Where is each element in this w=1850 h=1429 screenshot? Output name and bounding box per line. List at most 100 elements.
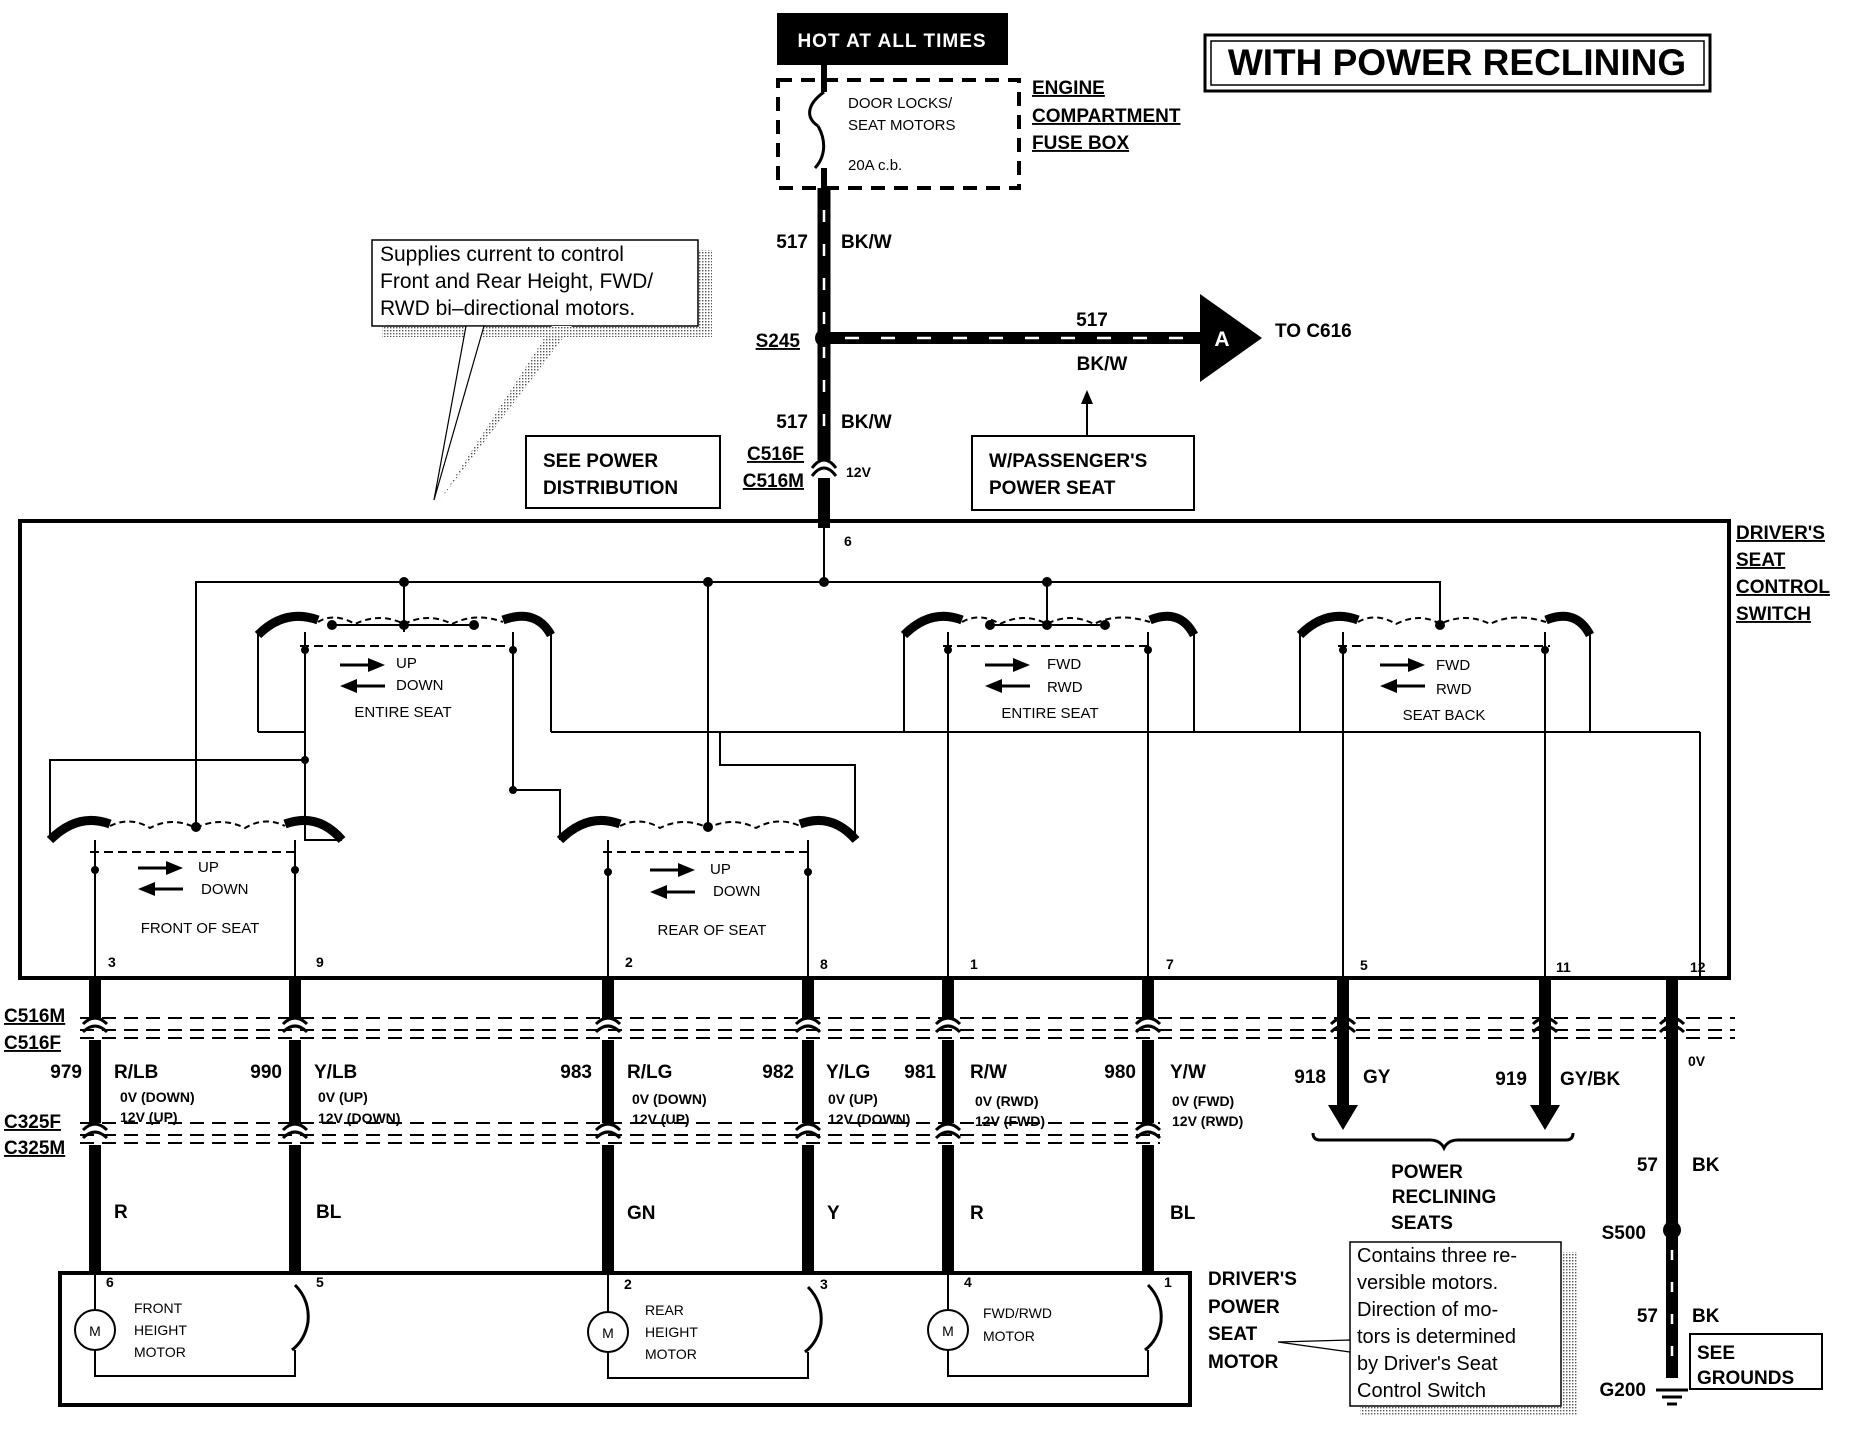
svg-text:12: 12 [1690, 959, 1706, 975]
svg-text:R: R [114, 1202, 128, 1223]
svg-text:UP: UP [396, 655, 417, 672]
svg-text:4: 4 [964, 1274, 972, 1290]
svg-text:POWER: POWER [1391, 1162, 1463, 1183]
arrow-left-icon [138, 882, 155, 896]
svg-text:57: 57 [1637, 1155, 1658, 1176]
switch-pin-labels: 3 9 2 8 1 7 5 11 12 [108, 954, 1706, 975]
svg-text:W/PASSENGER'S: W/PASSENGER'S [989, 451, 1147, 472]
svg-text:Supplies current to control: Supplies current to control [380, 243, 624, 266]
svg-text:FUSE BOX: FUSE BOX [1032, 133, 1129, 154]
switch-entire-seat-fwdrwd [720, 611, 1700, 978]
motor-wires [89, 978, 1154, 1275]
svg-text:C516M: C516M [743, 471, 804, 492]
see-power-distribution-note: SEE POWER DISTRIBUTION [525, 435, 721, 509]
front-height-motor: M 6 5 FRONT HEIGHT MOTOR [74, 1274, 324, 1377]
svg-text:C516F: C516F [4, 1033, 61, 1054]
svg-text:C325M: C325M [4, 1138, 65, 1159]
wire-980-labels: 980 Y/W 0V (FWD) 12V (RWD) BL [1104, 1062, 1243, 1224]
driver-power-seat-motor-box [58, 1271, 1192, 1407]
svg-text:SEE: SEE [1697, 1343, 1735, 1364]
svg-text:BK/W: BK/W [841, 412, 892, 433]
switch-front-of-seat [46, 759, 346, 978]
ground-wire: 0V 57 BK S500 57 BK G200 SEE GROUNDS [1600, 978, 1823, 1406]
reversible-motors-note: Contains three re- versible motors. Dire… [1277, 1241, 1578, 1416]
title-box: WITH POWER RECLINING [1203, 33, 1712, 93]
svg-text:BL: BL [316, 1202, 342, 1223]
svg-text:MOTOR: MOTOR [645, 1346, 697, 1362]
svg-text:8: 8 [820, 956, 828, 972]
arrow-left-icon [650, 885, 667, 899]
svg-text:DRIVER'S: DRIVER'S [1208, 1269, 1297, 1290]
arrow-right-icon [1013, 658, 1030, 672]
svg-text:Direction of mo-: Direction of mo- [1357, 1299, 1498, 1321]
svg-text:0V (UP): 0V (UP) [318, 1089, 368, 1105]
switch-rear-of-seat [513, 732, 860, 978]
splice-s500 [1663, 1221, 1681, 1239]
svg-text:COMPARTMENT: COMPARTMENT [1032, 106, 1181, 127]
svg-text:981: 981 [904, 1062, 936, 1083]
svg-text:M: M [942, 1323, 954, 1339]
svg-text:12V (DOWN): 12V (DOWN) [318, 1110, 400, 1126]
arrow-left-icon [340, 679, 357, 693]
svg-text:SEAT BACK: SEAT BACK [1403, 707, 1486, 724]
svg-text:12V (FWD): 12V (FWD) [975, 1113, 1045, 1129]
svg-text:918: 918 [1294, 1067, 1326, 1088]
page-title: WITH POWER RECLINING [1228, 42, 1686, 83]
svg-text:POWER SEAT: POWER SEAT [989, 478, 1116, 499]
svg-text:DISTRIBUTION: DISTRIBUTION [543, 478, 678, 499]
arrow-right-icon [1408, 658, 1425, 672]
svg-text:0V (DOWN): 0V (DOWN) [632, 1091, 707, 1107]
svg-text:R/LG: R/LG [627, 1062, 672, 1083]
svg-text:Contains three re-: Contains three re- [1357, 1245, 1517, 1267]
svg-text:MOTOR: MOTOR [1208, 1352, 1279, 1373]
svg-text:FRONT OF SEAT: FRONT OF SEAT [141, 920, 260, 937]
svg-text:SWITCH: SWITCH [1736, 604, 1811, 625]
connector-labels-left: C516M C516F C325F C325M [4, 1006, 65, 1159]
svg-text:RWD bi–directional motors.: RWD bi–directional motors. [380, 297, 635, 320]
svg-text:1: 1 [1164, 1274, 1172, 1290]
rear-height-motor: M 2 3 REAR HEIGHT MOTOR [587, 1275, 828, 1379]
svg-text:CONTROL: CONTROL [1736, 577, 1830, 598]
svg-text:R: R [970, 1203, 984, 1224]
wire-979-labels: 979 R/LB 0V (DOWN) 12V (UP) R [50, 1062, 194, 1223]
svg-text:BK: BK [1692, 1155, 1720, 1176]
svg-text:982: 982 [762, 1062, 794, 1083]
svg-text:R/LB: R/LB [114, 1062, 158, 1083]
svg-text:2: 2 [625, 954, 633, 970]
svg-text:POWER: POWER [1208, 1297, 1280, 1318]
svg-text:Y/LG: Y/LG [826, 1062, 870, 1083]
svg-text:GN: GN [627, 1203, 656, 1224]
svg-text:FRONT: FRONT [134, 1300, 183, 1316]
supply-current-note: Supplies current to control Front and Re… [371, 239, 712, 501]
svg-text:DOWN: DOWN [396, 677, 444, 694]
svg-text:11: 11 [1556, 959, 1571, 975]
svg-text:DRIVER'S: DRIVER'S [1736, 523, 1825, 544]
arrow-left-icon [985, 679, 1002, 693]
svg-text:DOWN: DOWN [713, 883, 761, 900]
recline-wires: 918 GY 919 GY/BK POWER RECLINING SEATS [1294, 978, 1620, 1234]
svg-text:GY/BK: GY/BK [1560, 1069, 1620, 1090]
recline-bracket [1311, 1132, 1575, 1152]
svg-text:M: M [89, 1323, 101, 1339]
svg-text:RWD: RWD [1436, 681, 1472, 698]
svg-text:UP: UP [198, 859, 219, 876]
svg-text:517: 517 [776, 412, 808, 433]
fwd-rwd-motor: M 4 1 FWD/RWD MOTOR [927, 1274, 1172, 1377]
svg-text:3: 3 [108, 954, 116, 970]
svg-text:TO C616: TO C616 [1275, 321, 1352, 342]
svg-text:0V: 0V [1688, 1053, 1706, 1069]
svg-text:Front and Rear Height, FWD/: Front and Rear Height, FWD/ [380, 270, 653, 293]
svg-text:REAR OF SEAT: REAR OF SEAT [658, 922, 767, 939]
svg-text:G200: G200 [1600, 1380, 1646, 1401]
svg-text:ENTIRE SEAT: ENTIRE SEAT [354, 704, 451, 721]
svg-text:7: 7 [1166, 956, 1174, 972]
arrow-right-icon [678, 863, 695, 877]
svg-text:DOOR LOCKS/: DOOR LOCKS/ [848, 95, 953, 112]
down-arrow-icon [1530, 1105, 1560, 1130]
svg-text:Control Switch: Control Switch [1357, 1380, 1486, 1402]
fuse-box: DOOR LOCKS/ SEAT MOTORS 20A c.b. ENGINE … [776, 65, 1181, 190]
svg-text:5: 5 [316, 1274, 324, 1290]
svg-text:M: M [602, 1325, 614, 1341]
down-arrow-icon [1328, 1105, 1358, 1130]
